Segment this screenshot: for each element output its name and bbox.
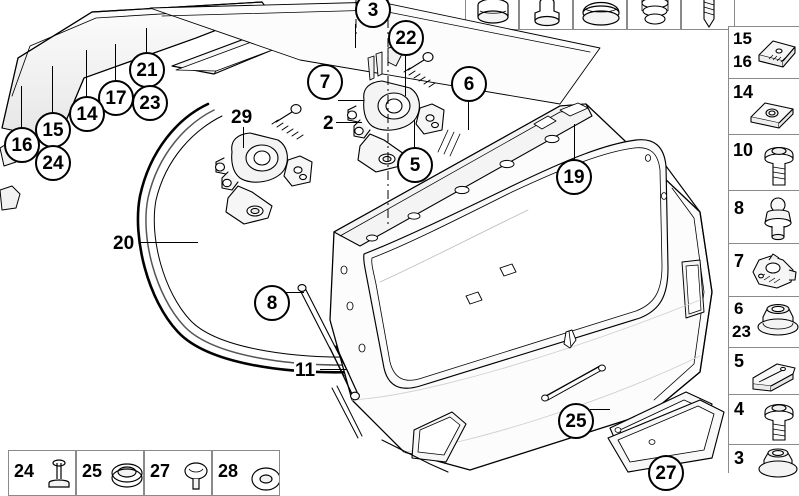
expanding-rivet-icon bbox=[764, 197, 792, 241]
callout-23[interactable]: 23 bbox=[132, 85, 168, 121]
leader-6 bbox=[468, 102, 470, 130]
hinge-assembly-left bbox=[214, 104, 313, 225]
flange-nut-icon bbox=[757, 304, 799, 336]
callout-16[interactable]: 16 bbox=[4, 127, 40, 163]
label-2: 2 bbox=[322, 113, 335, 134]
leader-7 bbox=[338, 100, 364, 102]
callout-14[interactable]: 14 bbox=[69, 96, 105, 132]
callout-25[interactable]: 25 bbox=[558, 403, 594, 439]
tailgate-panel-part bbox=[329, 102, 713, 471]
push-rivet-icon bbox=[534, 0, 560, 27]
gas-strut-part bbox=[297, 284, 360, 401]
callout-22[interactable]: 22 bbox=[388, 20, 424, 56]
callout-3[interactable]: 3 bbox=[355, 0, 391, 28]
leader-21 bbox=[146, 28, 148, 54]
callout-19[interactable]: 19 bbox=[556, 159, 592, 195]
leader-11 bbox=[320, 369, 346, 371]
leader-5 bbox=[414, 120, 416, 148]
sidebar-cell-8[interactable]: 8 bbox=[728, 190, 799, 243]
tailgate-lower-edge bbox=[381, 439, 449, 473]
sidebar-cell-5-number: 5 bbox=[734, 351, 745, 371]
sidebar-cell-4[interactable]: 4 bbox=[728, 394, 799, 444]
sidebar-cell-4-number: 4 bbox=[734, 399, 745, 419]
flange-bolt-icon bbox=[764, 146, 794, 186]
sidebar-cell-10[interactable]: 10 bbox=[728, 134, 799, 190]
callout-17[interactable]: 17 bbox=[98, 80, 134, 116]
tailgate-seal-part bbox=[136, 102, 400, 374]
callout-7[interactable]: 7 bbox=[307, 64, 343, 100]
callout-24[interactable]: 24 bbox=[35, 145, 71, 181]
clip-plate-icon bbox=[758, 40, 796, 68]
label-11: 11 bbox=[294, 360, 317, 381]
ribbed-grommet-icon bbox=[641, 0, 669, 25]
leader-3 bbox=[355, 24, 357, 48]
sidebar-cell-8-number: 8 bbox=[734, 198, 745, 218]
leader-25 bbox=[590, 409, 610, 411]
label-29: 29 bbox=[230, 107, 254, 128]
callout-27[interactable]: 27 bbox=[648, 455, 684, 491]
callout-15[interactable]: 15 bbox=[35, 112, 71, 148]
sidebar-cell-15-number: 15 bbox=[733, 29, 752, 48]
leader-2 bbox=[336, 122, 362, 124]
leader-16 bbox=[21, 86, 23, 130]
tapping-screw-icon bbox=[703, 0, 715, 29]
sidebar-cell-16-number: 16 bbox=[733, 52, 752, 71]
handle-trim-part bbox=[607, 399, 725, 473]
square-nut-plate-icon bbox=[750, 102, 794, 129]
callout-5[interactable]: 5 bbox=[397, 147, 433, 183]
rubber-plug-icon bbox=[477, 0, 509, 24]
callout-21[interactable]: 21 bbox=[129, 52, 165, 88]
sidebar-cell-6-number: 6 bbox=[734, 299, 744, 318]
callout-6[interactable]: 6 bbox=[451, 66, 487, 102]
pan-head-bolt-icon bbox=[764, 403, 794, 441]
lock-latch-icon bbox=[752, 253, 797, 289]
sidebar-cell-10-number: 10 bbox=[733, 140, 754, 160]
sidebar-cell-3-number: 3 bbox=[734, 448, 745, 468]
label-20: 20 bbox=[112, 233, 136, 254]
leader-29 bbox=[243, 120, 245, 148]
sidebar-cell-6-23[interactable]: 6 23 bbox=[728, 296, 799, 347]
right-parts-sidebar: 15 16 14 bbox=[728, 0, 799, 478]
top-cell-4[interactable] bbox=[627, 0, 681, 30]
leader-14 bbox=[86, 50, 88, 98]
bracket-clip-icon bbox=[752, 363, 796, 392]
gas-strut-secondary bbox=[331, 385, 363, 439]
leader-22 bbox=[405, 56, 407, 96]
tailgate-lock-assembly bbox=[346, 45, 461, 173]
sidebar-cell-5[interactable]: 5 bbox=[728, 347, 799, 394]
sidebar-cell-14[interactable]: 14 bbox=[728, 78, 799, 134]
leader-19 bbox=[574, 124, 576, 160]
sidebar-cell-15-16[interactable]: 15 16 bbox=[728, 26, 799, 78]
top-cell-2[interactable] bbox=[519, 0, 573, 30]
sidebar-cell-14-number: 14 bbox=[733, 82, 754, 102]
sidebar-cell-7-number: 7 bbox=[734, 251, 745, 271]
sidebar-cell-7[interactable]: 7 bbox=[728, 243, 799, 296]
leader-17 bbox=[115, 44, 117, 82]
leader-8 bbox=[286, 292, 304, 294]
callout-8[interactable]: 8 bbox=[254, 285, 290, 321]
diagram-linework bbox=[0, 0, 725, 473]
top-cell-3[interactable] bbox=[573, 0, 627, 30]
dome-cap-icon bbox=[582, 1, 620, 26]
sidebar-cell-23-number: 23 bbox=[732, 322, 751, 341]
leader-20 bbox=[140, 242, 198, 244]
leader-15 bbox=[52, 66, 54, 114]
top-cell-5[interactable] bbox=[681, 0, 735, 30]
